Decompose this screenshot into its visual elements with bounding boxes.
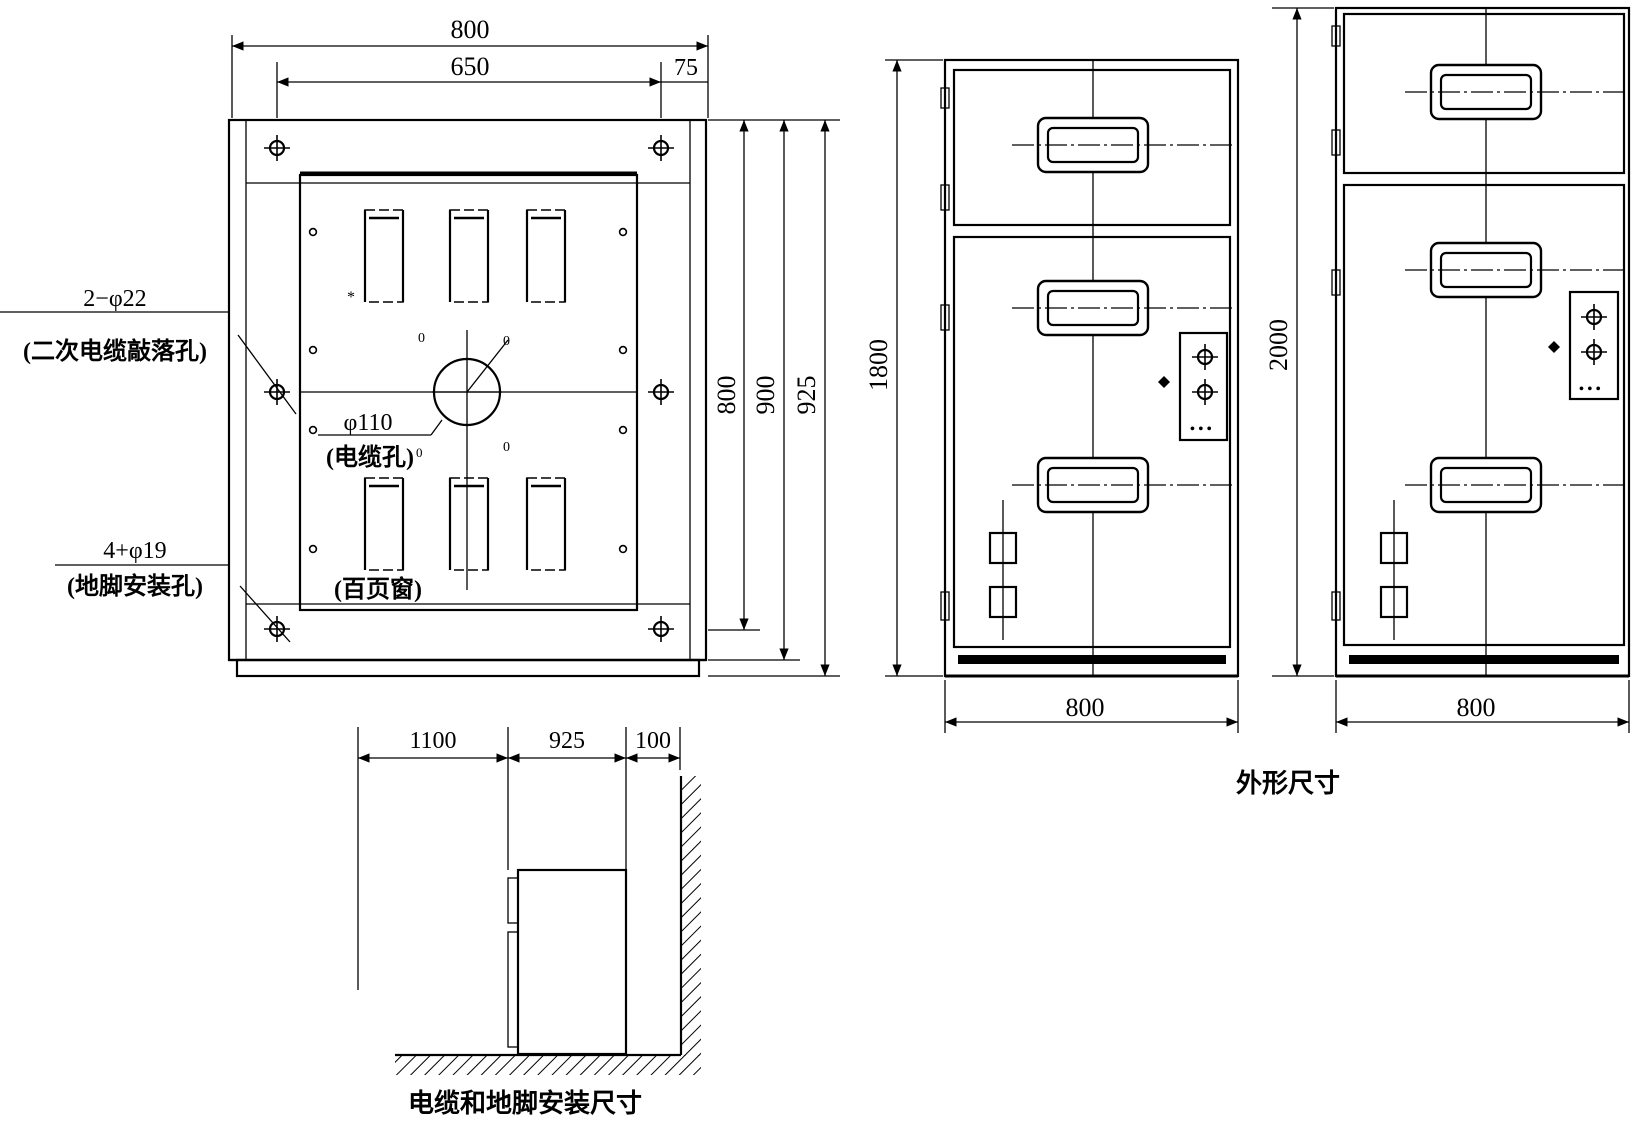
install-wall: [681, 776, 701, 1056]
dim-width-800-left: 800: [1066, 693, 1105, 722]
small-hole-icon: [618, 227, 628, 237]
cabinet-2000-upper-door: [1342, 12, 1626, 175]
dim-install-front-1100: 1100: [409, 728, 456, 754]
indicator-box: [988, 585, 1018, 619]
small-hole-icon: [618, 425, 628, 435]
small-hole-icon: [618, 345, 628, 355]
lock-icon: [1190, 342, 1220, 372]
dim-install-depth-925: 925: [549, 728, 585, 754]
cabinet-1800-lower-door: [952, 235, 1232, 649]
install-view: 1100 925 100 电缆和地脚安装尺寸: [357, 727, 701, 1118]
louver-slot: [448, 476, 490, 572]
small-hole-icon: [308, 345, 318, 355]
dim-install-back-100: 100: [635, 728, 671, 754]
front-view-2000: • • • 2000 800: [1264, 6, 1631, 733]
lock-icon: [1579, 302, 1609, 332]
svg-text:0: 0: [503, 440, 510, 455]
cabinet-2000-lower-door: [1342, 183, 1626, 647]
secondary-hole-icon: [646, 377, 676, 407]
indicator-box: [1379, 585, 1409, 619]
louver-slot: [363, 208, 405, 304]
svg-text:*: *: [347, 289, 355, 306]
cabinet-1800-base-bar: [958, 655, 1226, 664]
dim-plan-width-650: 650: [451, 52, 490, 81]
caption-outline-dimensions: 外形尺寸: [1236, 769, 1340, 798]
label-secondary-hole-note: (二次电缆敲落孔): [23, 337, 207, 365]
indicator-diamond-icon: [1548, 341, 1560, 353]
lock-icon: [1190, 377, 1220, 407]
dim-plan-depth-925: 925: [792, 376, 821, 415]
indicator-box: [988, 531, 1018, 565]
install-cabinet-side: [516, 868, 628, 1056]
plan-view: 0 0 0 0 * 800 650 75 800 900 925 2−φ22 (…: [0, 15, 840, 678]
label-louver-note: (百页窗): [334, 575, 422, 603]
svg-text:0: 0: [416, 445, 423, 460]
svg-text:• • •: • • •: [1190, 422, 1212, 437]
front-view-1800: • • • 1800 800: [864, 58, 1240, 733]
label-cable-hole-note: (电缆孔): [326, 443, 414, 471]
foot-hole-icon: [646, 614, 676, 644]
small-hole-icon: [618, 544, 628, 554]
lock-icon: [1579, 337, 1609, 367]
dim-plan-depth-800: 800: [712, 376, 741, 415]
label-cable-hole: φ110: [344, 410, 393, 436]
foot-hole-icon: [262, 133, 292, 163]
lock-panel: [1178, 331, 1229, 442]
indicator-diamond-icon: [1158, 376, 1170, 388]
dim-height-2000: 2000: [1264, 319, 1293, 371]
louver-slot: [363, 476, 405, 572]
small-hole-icon: [308, 227, 318, 237]
plan-base-plinth: [235, 658, 701, 678]
dim-width-800-right: 800: [1457, 693, 1496, 722]
lock-panel: [1568, 290, 1620, 401]
cabinet-1800-upper-door: [952, 68, 1232, 227]
cable-hole: [432, 357, 502, 427]
caption-install-dimensions: 电缆和地脚安装尺寸: [408, 1088, 642, 1118]
label-foot-hole-note: (地脚安装孔): [67, 572, 203, 600]
louver-slot: [448, 208, 490, 304]
small-hole-icon: [308, 544, 318, 554]
dim-plan-width-800: 800: [451, 15, 490, 44]
svg-text:• • •: • • •: [1579, 382, 1601, 397]
label-secondary-hole: 2−φ22: [83, 286, 146, 312]
small-hole-icon: [308, 425, 318, 435]
dim-height-1800: 1800: [864, 339, 893, 391]
svg-text:0: 0: [503, 334, 510, 349]
install-floor: [395, 1055, 701, 1075]
indicator-box: [1379, 531, 1409, 565]
svg-text:0: 0: [418, 331, 425, 346]
label-foot-hole: 4+φ19: [103, 538, 166, 564]
louver-slot: [525, 476, 567, 572]
dim-plan-offset-75: 75: [674, 55, 698, 81]
cabinet-2000-base-bar: [1349, 655, 1619, 664]
louver-slot: [525, 208, 567, 304]
foot-hole-icon: [646, 133, 676, 163]
dim-plan-depth-900: 900: [751, 376, 780, 415]
